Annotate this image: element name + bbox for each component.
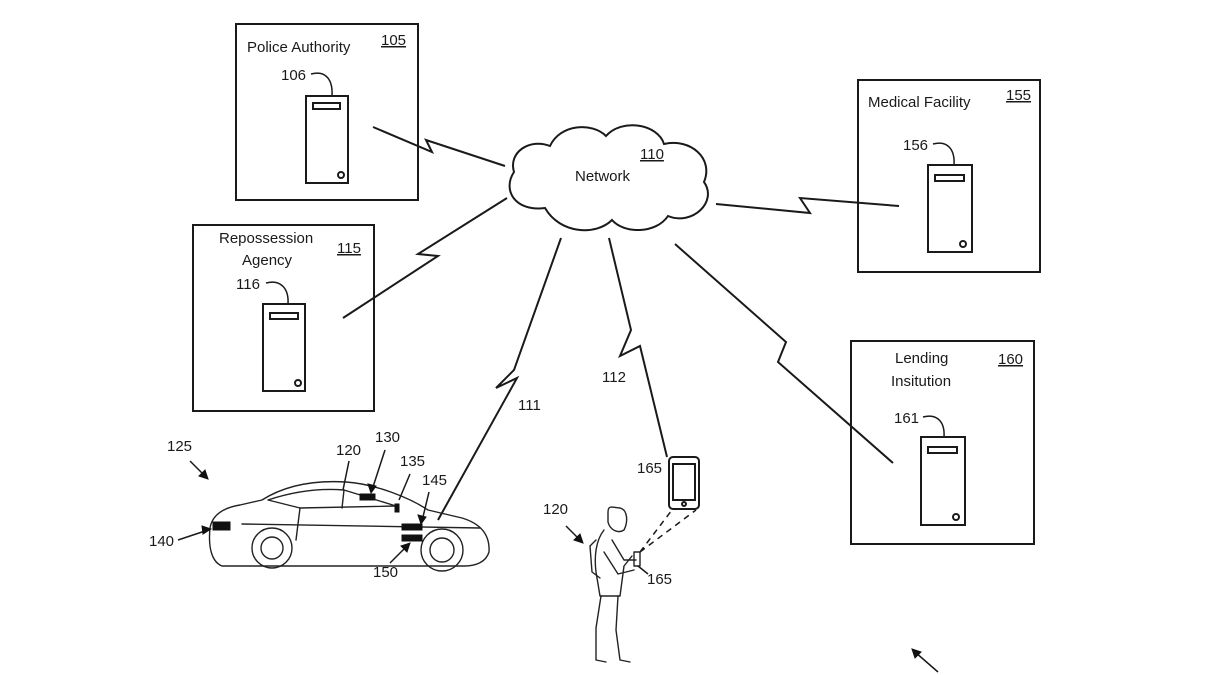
medical-server-ref: 156 <box>903 137 928 154</box>
repossession-label-line2: Agency <box>242 252 293 269</box>
server-icon <box>927 164 973 253</box>
smartphone-icon <box>668 456 700 510</box>
phone-zoom-lines <box>639 509 697 553</box>
phone-small-leader <box>637 565 649 575</box>
server-icon <box>305 95 349 184</box>
police-authority-node: Police Authority 105 106 <box>235 23 419 201</box>
arrow-icon <box>400 542 411 553</box>
lending-institution-node: Lending Insitution 160 161 <box>850 340 1035 545</box>
lending-server-ref: 161 <box>894 410 919 427</box>
lightning-link-icon <box>437 237 562 521</box>
arrow-icon <box>342 460 350 491</box>
network-node: Network 110 <box>508 124 709 232</box>
phone-link-ref: 112 <box>602 369 626 386</box>
lightning-link-icon <box>674 243 894 464</box>
police-server-leader <box>310 72 333 97</box>
vehicle-link-ref: 111 <box>518 397 541 414</box>
sensor-c-ref: 150 <box>373 564 398 581</box>
medical-server-leader <box>932 142 955 166</box>
cloud-icon <box>508 124 709 232</box>
person-ref: 120 <box>543 501 568 518</box>
person-callouts: 165 120 165 <box>543 460 697 588</box>
scene-ref: 125 <box>167 438 192 455</box>
arrow-icon <box>371 449 386 491</box>
arrow-icon <box>417 514 427 526</box>
lightning-link-icon <box>715 196 900 215</box>
rear-sensor-ref: 140 <box>149 533 174 550</box>
lending-server-leader <box>922 415 945 438</box>
wireless-links: 111 112 <box>342 126 900 521</box>
police-authority-label: Police Authority <box>247 39 351 56</box>
police-authority-ref: 105 <box>381 32 406 49</box>
repossession-server-leader <box>265 281 289 305</box>
arrow-icon <box>198 469 209 480</box>
arrow-icon <box>398 473 411 501</box>
network-label: Network <box>575 168 631 185</box>
lightning-link-icon <box>372 126 506 167</box>
police-server-ref: 106 <box>281 67 306 84</box>
medical-facility-node: Medical Facility 155 156 <box>857 79 1041 273</box>
server-icon <box>920 436 966 526</box>
vehicle-ref: 120 <box>336 442 361 459</box>
phone-large-ref: 165 <box>637 460 662 477</box>
lending-label-line2: Insitution <box>891 373 951 390</box>
arrow-icon <box>201 525 213 535</box>
sensor-a-ref: 135 <box>400 453 425 470</box>
person-icon <box>589 506 641 663</box>
medical-facility-ref: 155 <box>1006 87 1031 104</box>
vehicle-icon <box>208 480 490 572</box>
repossession-server-ref: 116 <box>236 276 260 293</box>
arrow-icon <box>911 648 939 673</box>
camera-ref: 130 <box>375 429 400 446</box>
arrow-icon <box>367 483 377 495</box>
lightning-link-icon <box>608 237 668 458</box>
sensor-b-ref: 145 <box>422 472 447 489</box>
lending-label-line1: Lending <box>895 350 948 367</box>
lightning-link-icon <box>342 197 508 319</box>
repossession-agency-node: Repossession Agency 115 116 <box>192 224 375 412</box>
repossession-label-line1: Repossession <box>219 230 313 247</box>
lending-institution-ref: 160 <box>998 351 1023 368</box>
vehicle-callouts: 125 120 130 135 145 140 150 <box>149 429 447 581</box>
server-icon <box>262 303 306 392</box>
medical-facility-label: Medical Facility <box>868 94 971 111</box>
repossession-agency-ref: 115 <box>337 240 361 257</box>
network-ref: 110 <box>640 146 664 163</box>
arrow-icon <box>573 533 584 544</box>
phone-small-ref: 165 <box>647 571 672 588</box>
